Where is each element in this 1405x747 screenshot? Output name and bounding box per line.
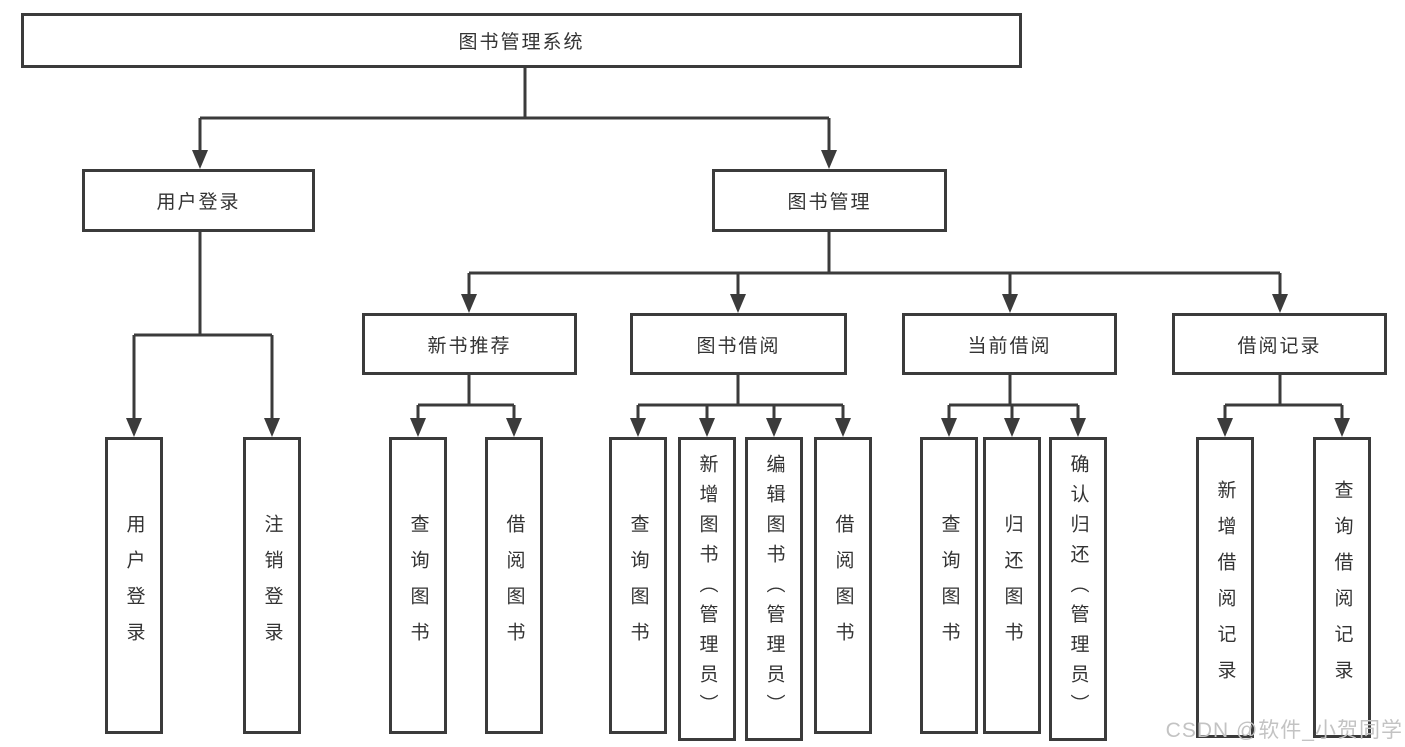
node-new-book-recommend: 新书推荐 [362, 313, 577, 375]
node-user-login: 用户登录 [82, 169, 315, 232]
connector-new-book-group [410, 375, 522, 437]
arrowhead [1070, 418, 1086, 437]
csdn-watermark: CSDN @软件_小贺同学 [1165, 719, 1403, 742]
node-leaf-borrow-books: 借阅图书 [814, 437, 872, 734]
connector-current-borrow-group [941, 375, 1086, 437]
node-leaf-user-login: 用户登录 [105, 437, 163, 734]
node-current-borrow: 当前借阅 [902, 313, 1117, 375]
node-label: 确认归还（管理员） [1067, 454, 1089, 724]
node-label: 借阅图书 [503, 513, 525, 658]
connector-book-management-group [461, 232, 1288, 313]
node-label: 借阅记录 [1237, 335, 1322, 357]
node-borrow-records: 借阅记录 [1172, 313, 1387, 375]
arrowhead [1334, 418, 1350, 437]
arrowhead [730, 294, 746, 313]
node-library-management-system: 图书管理系统 [21, 13, 1022, 68]
node-label: 归还图书 [1001, 513, 1023, 658]
node-leaf-confirm-return-admin: 确认归还（管理员） [1049, 437, 1107, 741]
node-leaf-add-borrow-record: 新增借阅记录 [1196, 437, 1254, 738]
arrowhead [126, 418, 142, 437]
connector-user-login-group [126, 232, 280, 437]
node-label: 查询图书 [627, 513, 649, 658]
node-leaf-logout: 注销登录 [243, 437, 301, 734]
connector-book-borrow-group [630, 375, 851, 437]
node-label: 用户登录 [156, 192, 241, 213]
node-label: 新书推荐 [427, 335, 512, 357]
node-leaf-query-borrow-record: 查询借阅记录 [1313, 437, 1371, 738]
node-label: 注销登录 [261, 513, 283, 658]
node-label: 借阅图书 [832, 513, 854, 658]
node-label: 图书管理系统 [458, 32, 585, 53]
arrowhead [1272, 294, 1288, 313]
node-label: 编辑图书（管理员） [763, 454, 785, 724]
arrowhead [766, 418, 782, 437]
arrowhead [461, 294, 477, 313]
node-book-borrow: 图书借阅 [630, 313, 847, 375]
node-leaf-query-books-recommend: 查询图书 [389, 437, 447, 734]
arrowhead [821, 150, 837, 169]
node-leaf-query-books-borrow: 查询图书 [609, 437, 667, 734]
arrowhead [941, 418, 957, 437]
node-label: 图书借阅 [696, 335, 781, 357]
arrowhead [1002, 294, 1018, 313]
arrowhead [699, 418, 715, 437]
node-label: 新增借阅记录 [1214, 479, 1236, 696]
node-leaf-borrow-books-recommend: 借阅图书 [485, 437, 543, 734]
arrowhead [410, 418, 426, 437]
connector-borrow-records-group [1217, 375, 1350, 437]
arrowhead [264, 418, 280, 437]
connector-root-to-level2 [192, 68, 837, 169]
node-book-management: 图书管理 [712, 169, 947, 232]
node-label: 查询图书 [407, 513, 429, 658]
arrowhead [192, 150, 208, 169]
arrowhead [835, 418, 851, 437]
arrowhead [1217, 418, 1233, 437]
arrowhead [1004, 418, 1020, 437]
arrowhead [506, 418, 522, 437]
node-leaf-return-book: 归还图书 [983, 437, 1041, 734]
node-leaf-edit-book-admin: 编辑图书（管理员） [745, 437, 803, 741]
node-leaf-query-books-current: 查询图书 [920, 437, 978, 734]
node-label: 图书管理 [787, 192, 872, 213]
node-label: 查询借阅记录 [1331, 479, 1353, 696]
node-label: 当前借阅 [967, 335, 1052, 357]
node-leaf-add-book-admin: 新增图书（管理员） [678, 437, 736, 741]
node-label: 用户登录 [123, 513, 145, 658]
node-label: 查询图书 [938, 513, 960, 658]
arrowhead [630, 418, 646, 437]
node-label: 新增图书（管理员） [696, 454, 718, 724]
